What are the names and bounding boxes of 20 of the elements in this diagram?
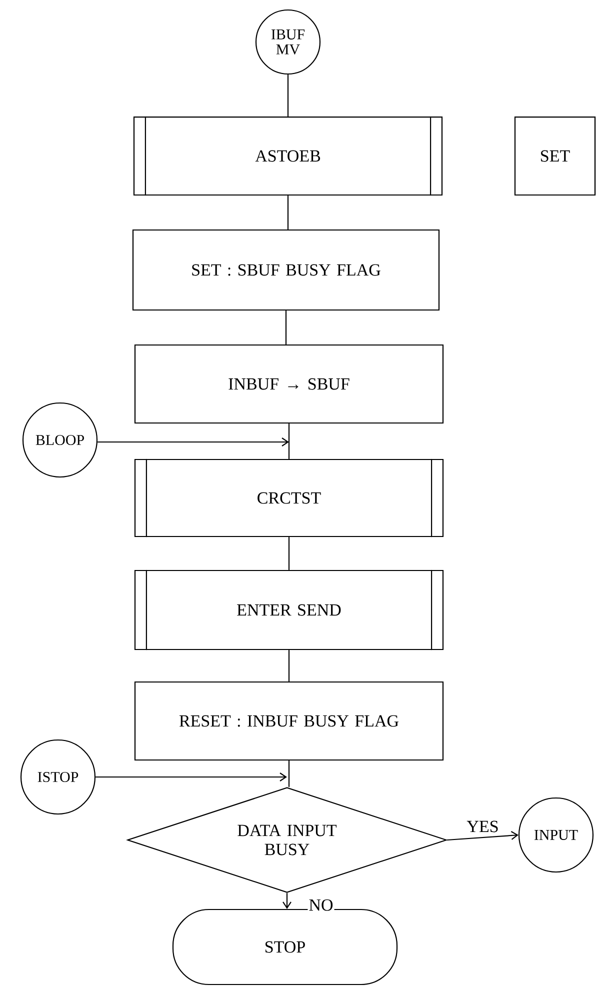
process-box: SET xyxy=(514,116,596,196)
connector-line xyxy=(288,760,290,787)
arrow xyxy=(447,831,518,841)
connector-line xyxy=(288,424,290,459)
arrow xyxy=(96,772,287,782)
arrow xyxy=(282,893,292,909)
connector-line xyxy=(288,537,290,570)
arrow xyxy=(98,438,289,446)
subroutine-box: ASTOEB xyxy=(133,116,443,196)
connector-line xyxy=(287,196,289,230)
connector-line xyxy=(287,74,289,116)
edge-label: NO xyxy=(308,898,334,912)
connector-line xyxy=(285,310,287,344)
subroutine-box: ENTER SEND xyxy=(134,570,444,650)
subroutine-box: CRCTST xyxy=(134,458,444,538)
process-box: RESET : INBUF BUSY FLAG xyxy=(134,681,444,761)
connector-line xyxy=(288,650,290,682)
edge-label: YES xyxy=(466,820,500,834)
process-box: INBUF → SBUF xyxy=(134,344,444,424)
process-box: SET : SBUF BUSY FLAG xyxy=(132,229,440,311)
